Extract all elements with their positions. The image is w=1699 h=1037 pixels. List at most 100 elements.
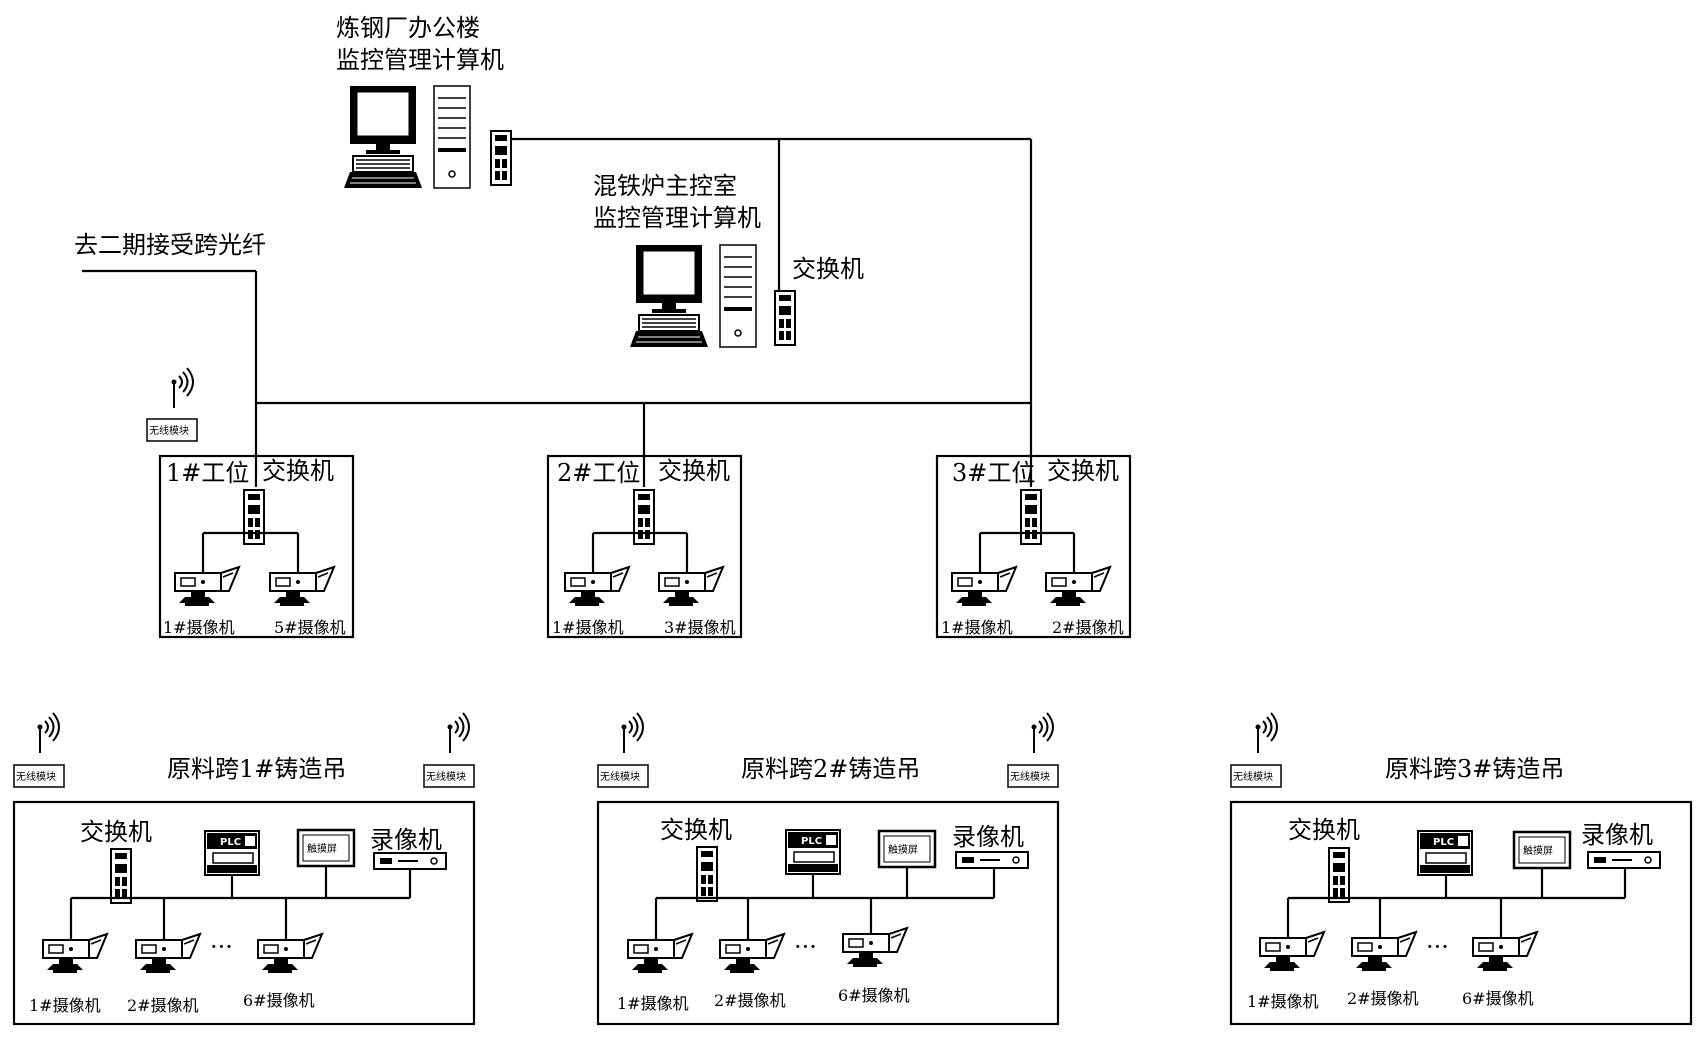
camera-label: 1#摄像机 <box>617 994 689 1013</box>
camera-label: 6#摄像机 <box>243 991 315 1010</box>
camera-icon <box>719 933 785 974</box>
camera-label: 3#摄像机 <box>664 618 736 637</box>
workstation-title: 1#工位 <box>166 459 249 487</box>
camera-label: 2#摄像机 <box>127 996 199 1015</box>
crane-title: 原料跨3#铸造吊 <box>1385 755 1564 783</box>
camera-icon <box>1472 931 1538 972</box>
camera-label: 5#摄像机 <box>274 618 346 637</box>
control-room-title-line2: 监控管理计算机 <box>593 204 761 232</box>
camera-icon <box>842 927 908 968</box>
camera-label: 2#摄像机 <box>714 991 786 1010</box>
workstation-1: 1#工位 交换机 1#摄像机 5#摄像机 <box>158 454 355 639</box>
backbone-lines <box>82 137 1033 487</box>
office-computer-icon <box>343 85 471 189</box>
more-cameras-ellipsis: ··· <box>210 933 233 961</box>
office-title-line2: 监控管理计算机 <box>336 46 504 74</box>
antenna-icon <box>446 712 470 754</box>
office-building-node: 炼钢厂办公楼 监控管理计算机 <box>336 14 512 189</box>
camera-label: 2#摄像机 <box>1347 989 1419 1008</box>
camera-label: 6#摄像机 <box>838 986 910 1005</box>
camera-label: 1#摄像机 <box>1247 992 1319 1011</box>
touch-screen-label: 触摸屏 <box>307 842 337 855</box>
antenna-icon <box>1254 712 1278 754</box>
crane-switch-label: 交换机 <box>660 816 732 844</box>
touch-screen-icon: 触摸屏 <box>1512 830 1572 870</box>
camera-icon <box>257 933 323 974</box>
fiber-label: 去二期接受跨光纤 <box>74 231 266 259</box>
camera-label: 2#摄像机 <box>1052 618 1124 637</box>
crane-switch-label: 交换机 <box>1288 816 1360 844</box>
crane-recorder-label: 录像机 <box>370 826 442 854</box>
antenna-icon <box>1030 712 1054 754</box>
workstation-switch-label: 交换机 <box>1047 457 1119 485</box>
camera-icon <box>42 933 108 974</box>
crane-recorder-label: 录像机 <box>1581 821 1653 849</box>
workstation-switch-label: 交换机 <box>262 457 334 485</box>
office-switch-icon <box>490 130 512 186</box>
antenna-icon <box>36 712 60 754</box>
camera-label: 6#摄像机 <box>1462 989 1534 1008</box>
workstation-2: 2#工位 交换机 1#摄像机 3#摄像机 <box>546 454 743 639</box>
camera-icon <box>951 566 1017 607</box>
camera-icon <box>269 566 335 607</box>
plc-icon: PLC <box>204 830 260 876</box>
control-room-switch-icon <box>774 290 796 346</box>
main-switch-label: 交换机 <box>792 255 864 283</box>
workstation-3: 3#工位 交换机 1#摄像机 2#摄像机 <box>935 454 1132 639</box>
wireless-label: 无线模块 <box>1010 770 1050 783</box>
crane-1: 无线模块 无线模块 原料跨1#铸造吊 交换机 录像机 PLC 触摸屏 ··· 1… <box>12 712 476 1026</box>
camera-label: 1#摄像机 <box>552 618 624 637</box>
camera-label: 1#摄像机 <box>941 618 1013 637</box>
svg-text:PLC: PLC <box>1433 837 1454 848</box>
crane-switch-label: 交换机 <box>80 818 152 846</box>
touch-screen-icon: 触摸屏 <box>296 828 356 868</box>
crane-recorder-label: 录像机 <box>952 823 1024 851</box>
switch-icon <box>1328 847 1350 903</box>
plc-icon: PLC <box>785 829 841 875</box>
antenna-icon <box>620 712 644 754</box>
crane-3: 无线模块 原料跨3#铸造吊 交换机 录像机 PLC 触摸屏 ··· 1#摄像机 … <box>1229 712 1693 1026</box>
control-room-title-line1: 混铁炉主控室 <box>593 172 737 200</box>
crane-title: 原料跨2#铸造吊 <box>741 755 920 783</box>
switch-icon <box>243 489 265 545</box>
svg-text:PLC: PLC <box>220 837 241 848</box>
switch-icon <box>110 848 132 904</box>
plc-icon: PLC <box>1417 830 1473 876</box>
camera-label: 1#摄像机 <box>163 618 235 637</box>
more-cameras-ellipsis: ··· <box>794 933 817 961</box>
camera-icon <box>658 566 724 607</box>
wireless-label: 无线模块 <box>1233 770 1273 783</box>
svg-text:PLC: PLC <box>801 836 822 847</box>
camera-icon <box>627 933 693 974</box>
crane-2: 无线模块 无线模块 原料跨2#铸造吊 交换机 录像机 PLC 触摸屏 ··· 1… <box>596 712 1060 1026</box>
switch-icon <box>1020 489 1042 545</box>
camera-icon <box>564 566 630 607</box>
antenna-icon <box>170 367 194 409</box>
camera-label: 1#摄像机 <box>29 996 101 1015</box>
camera-icon <box>174 566 240 607</box>
switch-icon <box>633 489 655 545</box>
camera-icon <box>1045 566 1111 607</box>
touch-screen-label: 触摸屏 <box>1523 844 1553 857</box>
camera-icon <box>1259 931 1325 972</box>
camera-icon <box>135 933 201 974</box>
wireless-label: 无线模块 <box>16 770 56 783</box>
wireless-label: 无线模块 <box>600 770 640 783</box>
crane-title: 原料跨1#铸造吊 <box>167 755 346 783</box>
wireless-label: 无线模块 <box>426 770 466 783</box>
recorder-icon <box>1587 851 1661 869</box>
switch-icon <box>696 846 718 902</box>
more-cameras-ellipsis: ··· <box>1426 933 1449 961</box>
workstation-title: 3#工位 <box>952 459 1035 487</box>
control-room-computer-icon <box>629 244 757 348</box>
control-room-node: 混铁炉主控室 监控管理计算机 交换机 <box>593 172 864 348</box>
recorder-icon <box>373 852 447 870</box>
touch-screen-icon: 触摸屏 <box>877 829 937 869</box>
workstation-switch-label: 交换机 <box>658 457 730 485</box>
camera-icon <box>1351 931 1417 972</box>
recorder-icon <box>955 851 1029 869</box>
workstation-title: 2#工位 <box>557 459 640 487</box>
wireless-label: 无线模块 <box>149 424 189 437</box>
wireless-module-top: 无线模块 <box>146 367 198 442</box>
